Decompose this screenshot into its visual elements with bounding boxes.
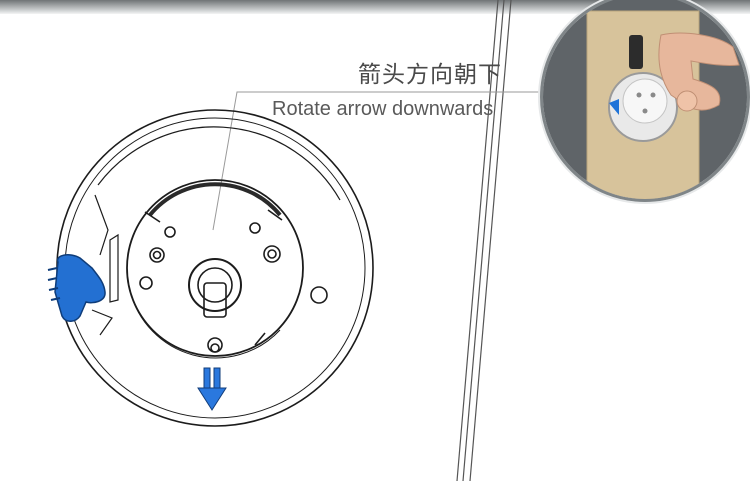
lock-rosette — [56, 109, 374, 427]
door-sensor — [629, 35, 643, 69]
caption-english: Rotate arrow downwards — [272, 98, 494, 120]
door-edge-lines — [456, 0, 512, 481]
caption-chinese: 箭头方向朝下 — [358, 62, 502, 88]
blue-arrow-marker — [609, 99, 619, 115]
blue-handle — [47, 254, 106, 322]
top-shadow-bar — [0, 0, 750, 14]
down-arrow-icon — [197, 367, 227, 411]
inset-photo-illustration — [543, 0, 747, 199]
hand — [658, 32, 740, 111]
inset-photo — [540, 0, 750, 202]
